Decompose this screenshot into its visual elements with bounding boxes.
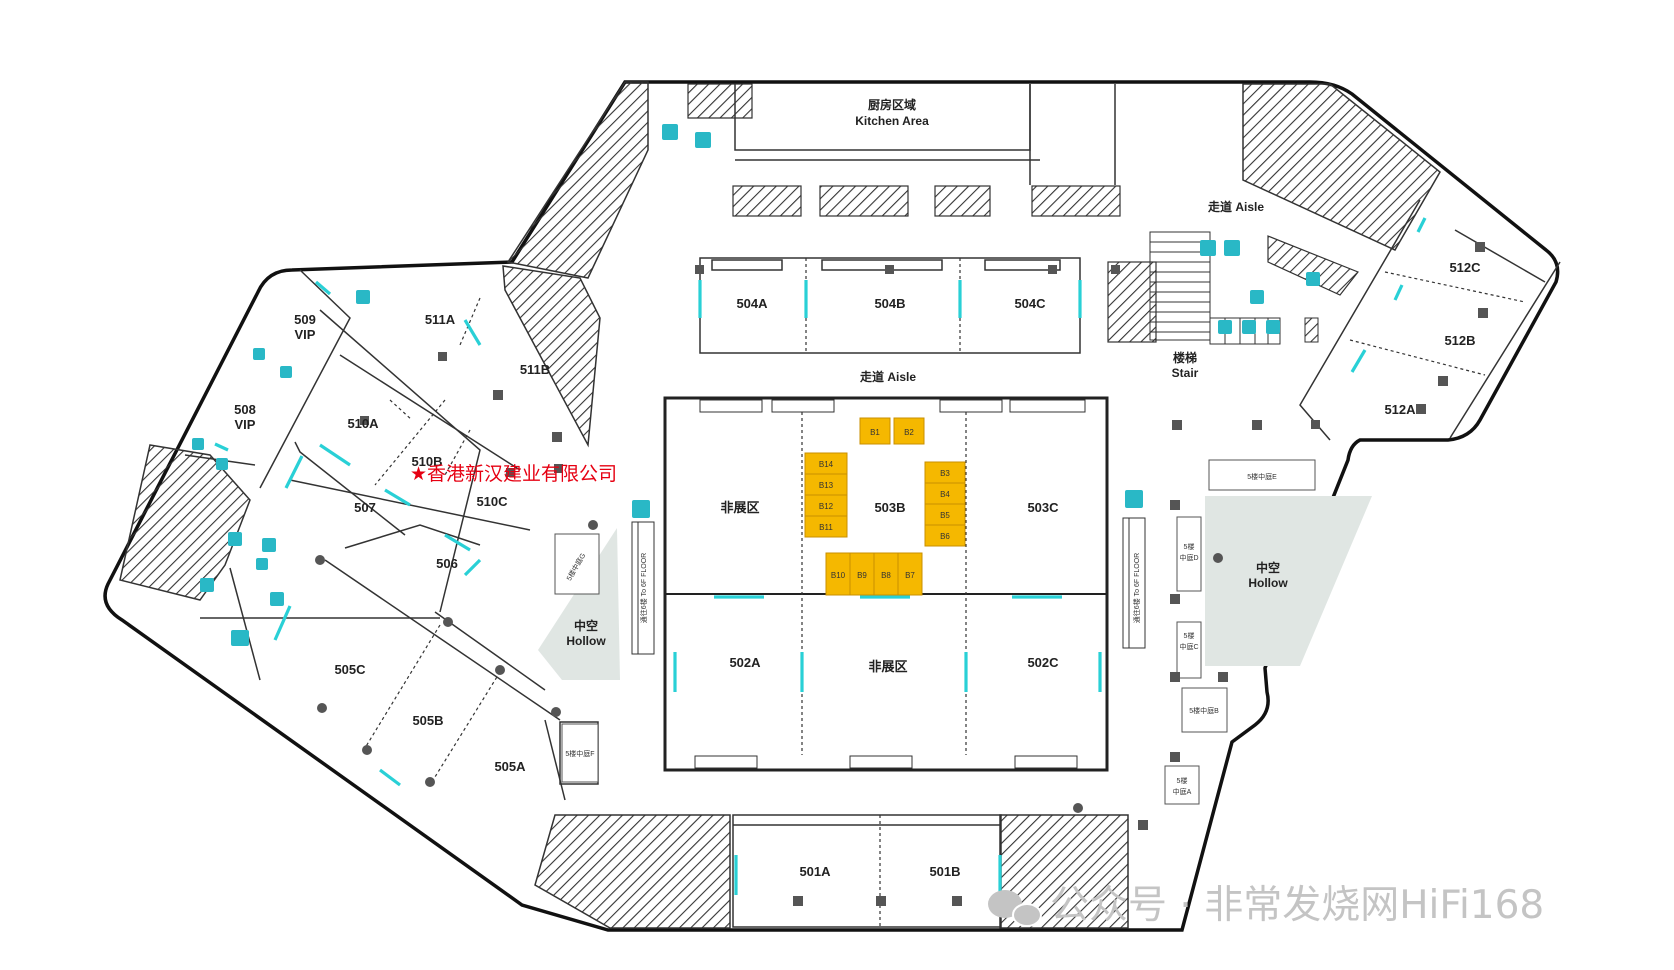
hollow-left-cn: 中空 — [574, 618, 598, 633]
booth-B8: B8 — [881, 571, 891, 580]
room-504C: 504C — [1014, 296, 1046, 311]
booth-B6: B6 — [940, 532, 950, 541]
atrium-D-label-1: 5楼 — [1184, 542, 1195, 551]
room-502A: 502A — [729, 655, 761, 670]
booth-B5: B5 — [940, 511, 950, 520]
escalator-label-left: 通往6楼 To 6F FLOOR — [639, 553, 648, 623]
room-512A: 512A — [1384, 402, 1416, 417]
atrium-D-label-2: 中庭D — [1179, 553, 1198, 562]
aisle-label-mid: 走道 Aisle — [860, 369, 916, 384]
room-506: 506 — [436, 556, 458, 571]
booth-B7: B7 — [905, 571, 915, 580]
atrium-C-label-1: 5楼 — [1184, 631, 1195, 640]
atrium-E-label: 5楼中庭E — [1247, 472, 1277, 481]
booth-B10: B10 — [831, 571, 846, 580]
stair-label-en: Stair — [1172, 366, 1199, 380]
highlight-exhibitor-label: ★香港新汉建业有限公司 — [410, 463, 617, 485]
escalators — [631, 517, 1146, 655]
atrium-B-label: 5楼中庭B — [1189, 706, 1219, 715]
room-510C: 510C — [476, 494, 508, 509]
room-509-vip: VIP — [295, 327, 316, 342]
hatched-areas — [119, 81, 1441, 929]
booth-B2: B2 — [904, 428, 914, 437]
room-501A: 501A — [799, 864, 831, 879]
atrium-boxes — [554, 459, 1316, 805]
hollow-left-en: Hollow — [566, 634, 606, 648]
booth-B4: B4 — [940, 490, 950, 499]
dividers-512 — [1349, 271, 1526, 376]
booth-B14: B14 — [819, 460, 834, 469]
booth-B9: B9 — [857, 571, 867, 580]
dividers-504 — [805, 258, 961, 353]
atrium-A-label-1: 5楼 — [1177, 776, 1188, 785]
atrium-A-label-2: 中庭A — [1173, 787, 1192, 796]
watermark: 公众号 · 非常发烧网HiFi168 — [988, 883, 1544, 928]
kitchen-label-en: Kitchen Area — [855, 114, 929, 128]
escalator-label-right: 通往6楼 To 6F FLOOR — [1132, 553, 1141, 623]
door-accents — [214, 217, 1427, 895]
room-505A: 505A — [494, 759, 526, 774]
room-nonexhibit-center: 非展区 — [868, 659, 907, 674]
room-508-number: 508 — [234, 402, 256, 417]
booths — [804, 417, 966, 596]
room-512B: 512B — [1444, 333, 1475, 348]
room-labels: 504A 504B 504C 非展区 503B 503C 502A 非展区 50… — [234, 260, 1481, 879]
wechat-icon — [988, 890, 1042, 927]
room-510B: 510B — [411, 454, 442, 469]
hollow-right-cn: 中空 — [1256, 560, 1280, 575]
atrium-F-label: 5楼中庭F — [565, 749, 594, 758]
booth-B12: B12 — [819, 502, 834, 511]
aisle-label-top: 走道 Aisle — [1208, 199, 1264, 214]
booth-B1: B1 — [870, 428, 880, 437]
room-503C: 503C — [1027, 500, 1059, 515]
room-505B: 505B — [412, 713, 443, 728]
atrium-C-label-2: 中庭C — [1179, 642, 1198, 651]
room-508-vip: VIP — [235, 417, 256, 432]
room-501B: 501B — [929, 864, 960, 879]
dividers-left-wing — [364, 297, 501, 786]
kitchen-area — [734, 84, 1116, 185]
kitchen-label-cn: 厨房区域 — [868, 97, 916, 112]
service-icons — [192, 124, 1320, 646]
booth-B11: B11 — [819, 523, 833, 532]
stair-label-cn: 楼梯 — [1173, 350, 1197, 365]
room-507: 507 — [354, 500, 376, 515]
room-509-number: 509 — [294, 312, 316, 327]
booth-B13: B13 — [819, 481, 834, 490]
room-512C: 512C — [1449, 260, 1481, 275]
hollow-right-en: Hollow — [1248, 576, 1288, 590]
room-nonexhibit-left: 非展区 — [720, 500, 759, 515]
booth-B3: B3 — [940, 469, 950, 478]
room-510A: 510A — [347, 416, 379, 431]
pillars — [315, 242, 1488, 906]
room-511B: 511B — [520, 362, 550, 377]
room-505C: 505C — [334, 662, 366, 677]
room-511A: 511A — [425, 312, 456, 327]
room-504A: 504A — [736, 296, 768, 311]
room-504B: 504B — [874, 296, 905, 311]
room-502C: 502C — [1027, 655, 1059, 670]
watermark-text: 公众号 · 非常发烧网HiFi168 — [1050, 883, 1544, 928]
booth-labels: B1 B2 B3 B4 B5 B6 B7 B8 B9 B10 B11 B12 B… — [819, 428, 951, 580]
room-503B: 503B — [874, 500, 905, 515]
hollow-right-area — [1205, 496, 1372, 666]
